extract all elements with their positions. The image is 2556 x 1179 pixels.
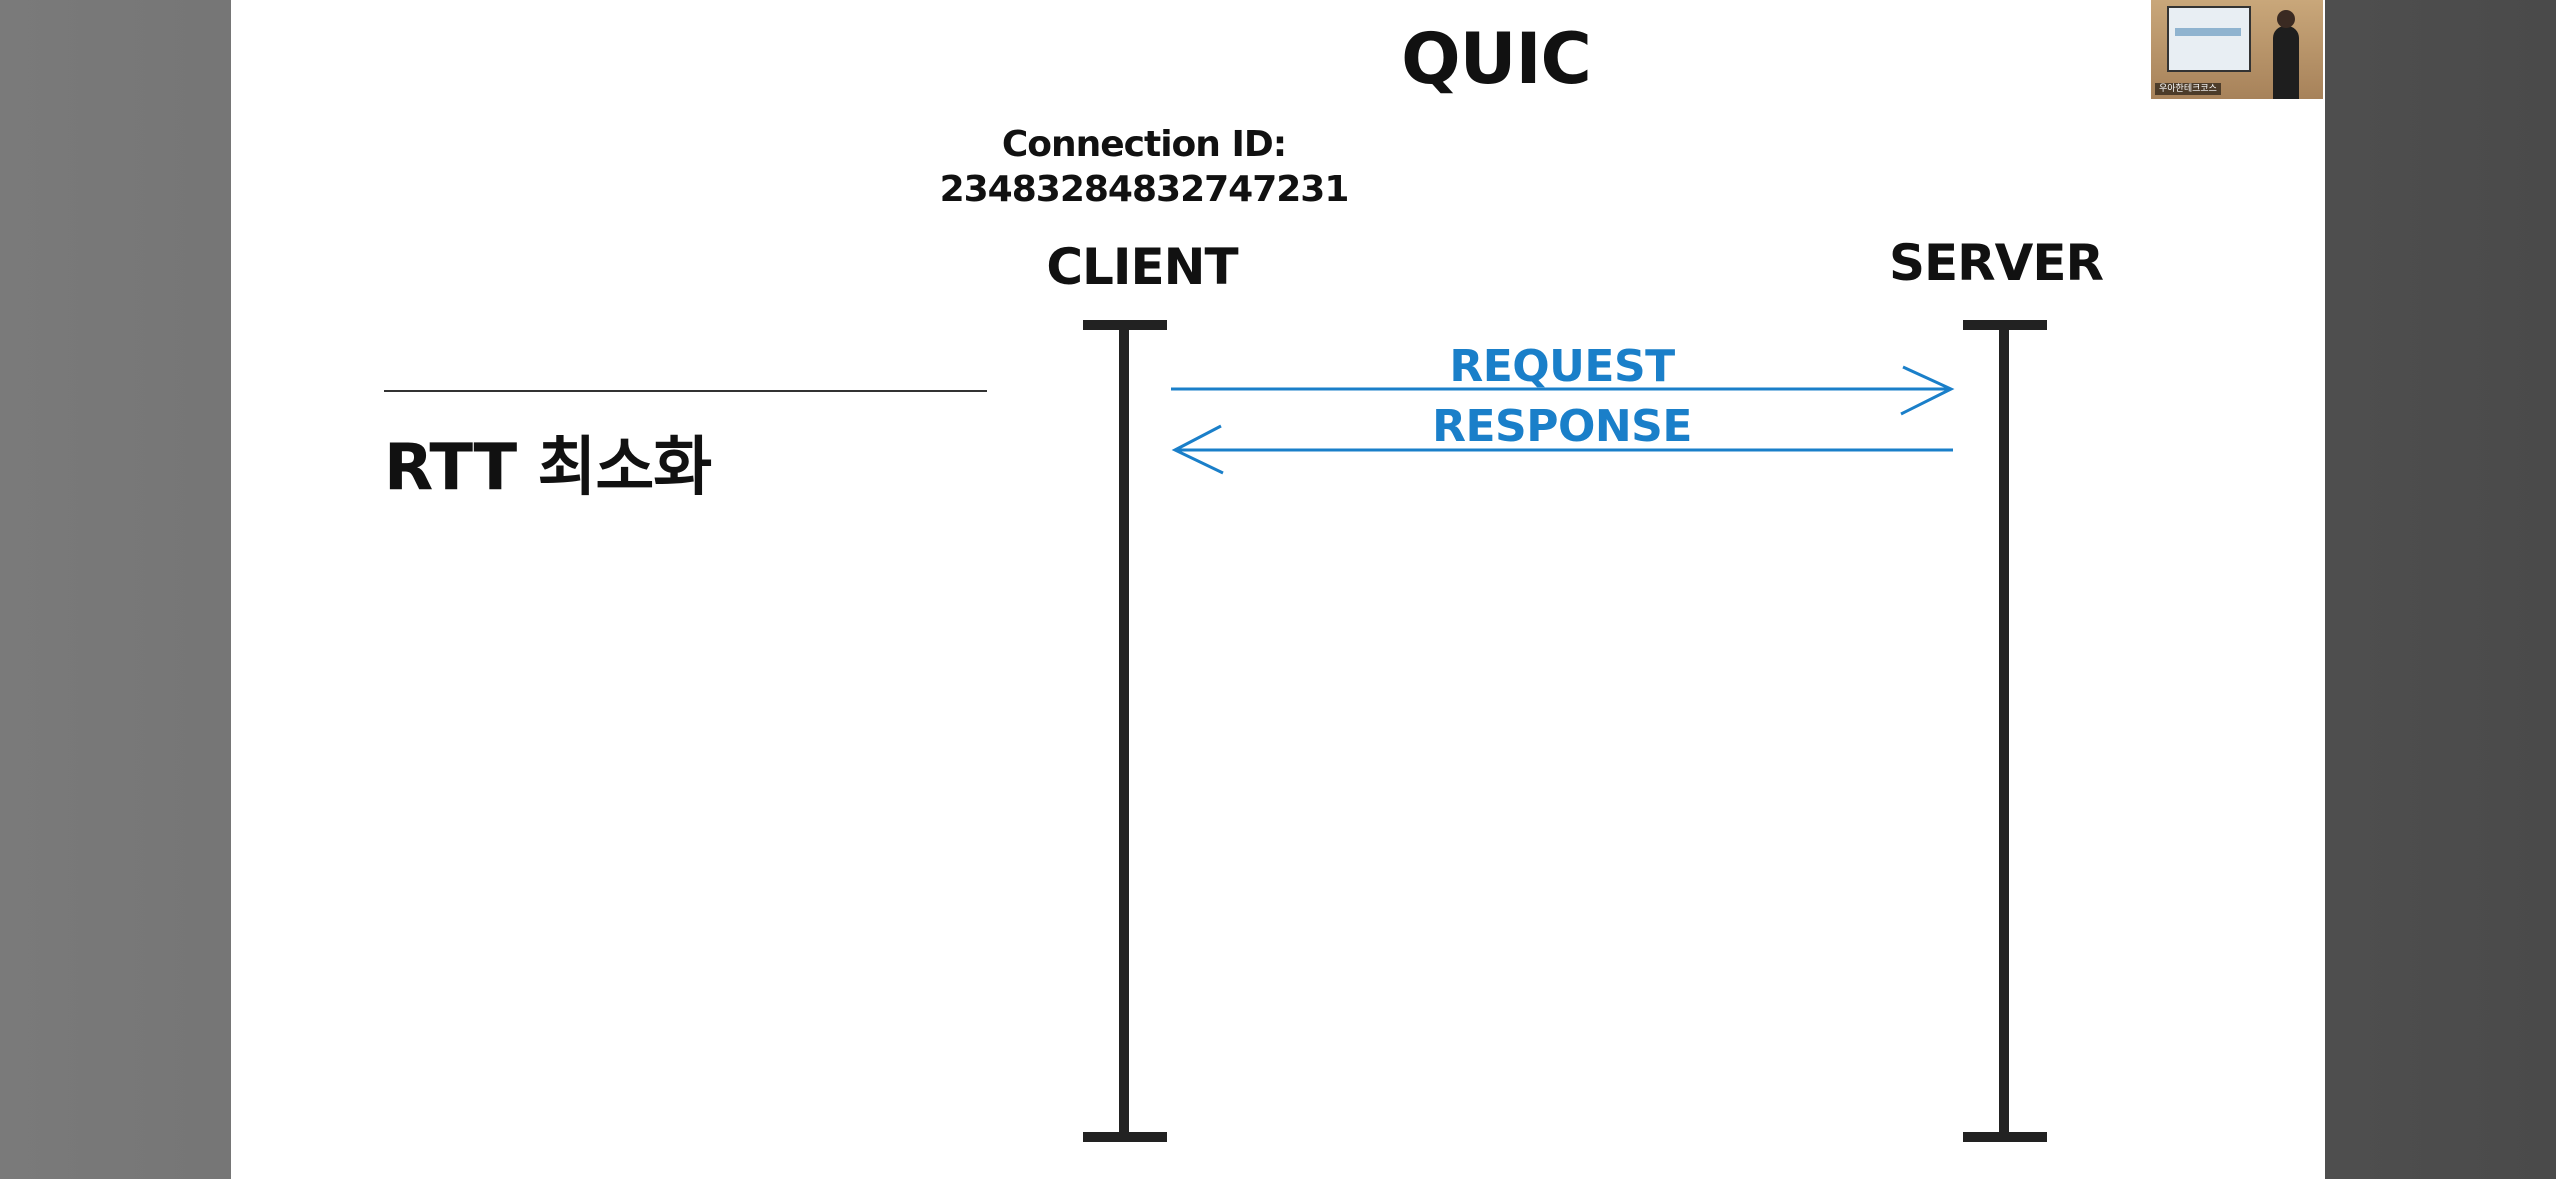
connection-id-value: 23483284832747231 bbox=[939, 169, 1350, 210]
client-label: CLIENT bbox=[1046, 238, 1238, 296]
webcam-screen bbox=[2167, 6, 2251, 72]
side-heading: RTT 최소화 bbox=[384, 431, 712, 505]
connection-id-label: Connection ID: bbox=[1001, 124, 1287, 165]
webcam-speaker bbox=[2273, 10, 2299, 99]
request-label: REQUEST bbox=[1449, 341, 1675, 392]
response-arrow bbox=[1171, 424, 1953, 475]
response-label: RESPONSE bbox=[1432, 401, 1692, 452]
request-arrow bbox=[1171, 365, 1955, 416]
server-lifeline bbox=[1963, 320, 2047, 1142]
slide-title: QUIC bbox=[1401, 18, 1592, 100]
webcam-caption: 우아한테크코스 bbox=[2155, 83, 2221, 95]
sequence-diagram bbox=[1083, 320, 2047, 1142]
server-label: SERVER bbox=[1888, 234, 2104, 292]
heading-divider bbox=[384, 390, 987, 392]
client-lifeline bbox=[1083, 320, 1167, 1142]
presentation-slide: QUIC Connection ID: 23483284832747231 CL… bbox=[231, 0, 2325, 1179]
connection-id: Connection ID: 23483284832747231 bbox=[939, 122, 1350, 212]
speaker-webcam-thumbnail: 우아한테크코스 bbox=[2151, 0, 2323, 99]
